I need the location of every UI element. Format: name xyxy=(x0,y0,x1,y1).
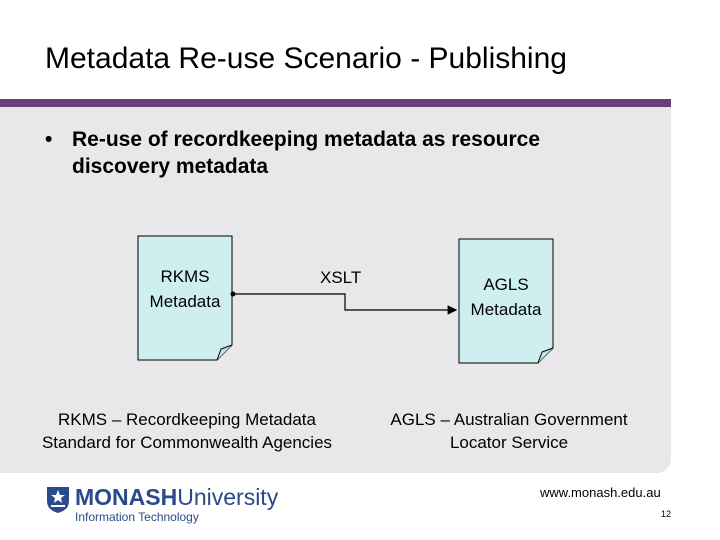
rkms-caption-line1: RKMS – Recordkeeping Metadata xyxy=(58,410,316,429)
rkms-document-shape xyxy=(137,235,233,361)
document-icon xyxy=(137,235,233,361)
slide-title: Metadata Re-use Scenario - Publishing xyxy=(45,42,567,75)
content-panel xyxy=(0,107,671,473)
logo-word-monash: MONASH xyxy=(75,484,178,510)
logo-subtitle: Information Technology xyxy=(75,510,199,524)
agls-label-line2: Metadata xyxy=(470,300,542,319)
agls-caption-line2: Locator Service xyxy=(449,433,569,452)
crest-icon xyxy=(47,487,69,513)
rkms-label-line2: Metadata xyxy=(149,292,221,311)
logo-word-university: University xyxy=(177,484,279,510)
xslt-label: XSLT xyxy=(320,268,362,287)
agls-document-shape xyxy=(458,238,554,364)
agls-document-label: AGLS Metadata xyxy=(458,272,554,322)
title-divider-bar xyxy=(0,99,671,107)
rkms-caption-line2: Standard for Commonwealth Agencies xyxy=(41,433,333,452)
page-number: 12 xyxy=(661,509,672,519)
rkms-caption: RKMS – Recordkeeping Metadata Standard f… xyxy=(22,408,352,454)
agls-label-line1: AGLS xyxy=(483,275,529,294)
bullet-marker: • xyxy=(45,128,53,151)
agls-caption: AGLS – Australian Government Locator Ser… xyxy=(364,408,654,454)
rkms-document-label: RKMS Metadata xyxy=(137,264,233,314)
logo-wordmark: MONASHUniversity xyxy=(75,484,278,514)
document-icon xyxy=(458,238,554,364)
xslt-transform-arrow xyxy=(230,291,458,315)
agls-caption-line1: AGLS – Australian Government xyxy=(390,410,628,429)
rkms-label-line1: RKMS xyxy=(160,267,210,286)
monash-logo: MONASHUniversity Information Technology xyxy=(46,484,286,528)
bullet-text: Re-use of recordkeeping metadata as reso… xyxy=(72,128,541,178)
footer-url: www.monash.edu.au xyxy=(540,485,661,500)
